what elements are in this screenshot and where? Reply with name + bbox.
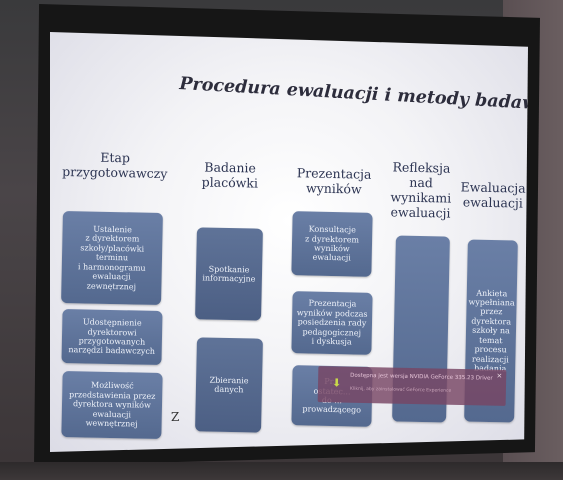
box-line: i dyskusja: [311, 336, 352, 347]
download-arrow-icon: ⬇: [331, 376, 342, 390]
notification-subtext: Kliknij, aby zainstalować GeForce Experi…: [349, 386, 452, 394]
heading-line: nad: [409, 174, 434, 191]
box-internal-results: Możliwość przedstawienia przez dyrektora…: [61, 370, 163, 440]
box-line: dyrektora wyników: [72, 399, 151, 411]
box-line: zewnętrznej: [86, 280, 137, 292]
heading-line: wynikami: [390, 189, 452, 206]
driver-update-notification[interactable]: ⬇ Dostępna jest wersja NVIDIA GeForce 33…: [317, 366, 507, 406]
box-line: wyników ewaluacji: [312, 243, 351, 263]
heading-line: ewaluacji: [462, 194, 523, 211]
column-heading-meta-evaluation: Ewaluacja ewaluacji: [458, 179, 528, 210]
heading-line: Ewaluacja: [460, 179, 526, 196]
box-line: informacyjne: [202, 273, 256, 284]
box-council-presentation: Prezentacja wyników podczas posiedzenia …: [291, 291, 373, 355]
column-heading-preparation: Etap przygotowawczy: [56, 149, 175, 181]
box-line: procesu: [474, 344, 507, 355]
box-line: narzędzi badawczych: [68, 345, 156, 357]
box-meeting: Spotkanie informacyjne: [195, 227, 263, 321]
box-line: szkoły na temat: [472, 325, 510, 345]
notification-message: Dostępna jest wersja NVIDIA GeForce 335.…: [350, 372, 493, 382]
column-heading-survey: Badanie placówki: [188, 159, 273, 191]
close-icon[interactable]: ×: [496, 371, 503, 380]
box-line: wypełniana: [468, 297, 515, 308]
box-tools: Udostępnienie dyrektorowi przygotowanych…: [61, 308, 163, 366]
box-schedule: Ustalenie z dyrektorem szkoły/placówki t…: [61, 210, 163, 306]
room-floor: [0, 462, 563, 480]
heading-line: Prezentacja: [296, 165, 372, 182]
heading-line: Refleksja: [392, 159, 451, 176]
heading-line: przygotowawczy: [62, 163, 168, 182]
column-heading-reflection: Refleksja nad wynikami ewaluacji: [385, 159, 456, 220]
projected-slide: Procedura ewaluacji i metody badawcze Et…: [50, 32, 528, 452]
heading-line: wyników: [305, 180, 362, 197]
box-line: wewnętrznej: [85, 418, 138, 429]
heading-line: Badanie: [204, 159, 257, 176]
box-line: danych: [214, 384, 244, 395]
box-data-collection: Zbieranie danych: [195, 337, 263, 433]
heading-line: placówki: [201, 174, 259, 191]
heading-line: Etap: [100, 149, 131, 166]
box-consultation: Konsultacje z dyrektorem wyników ewaluac…: [291, 211, 373, 277]
heading-line: ewaluacji: [390, 204, 451, 221]
slide-title: Procedura ewaluacji i metody badawcze: [178, 74, 528, 116]
box-line: prowadzącego: [302, 404, 362, 416]
slide-marker: Z: [171, 410, 180, 424]
column-heading-presentation: Prezentacja wyników: [286, 165, 383, 197]
